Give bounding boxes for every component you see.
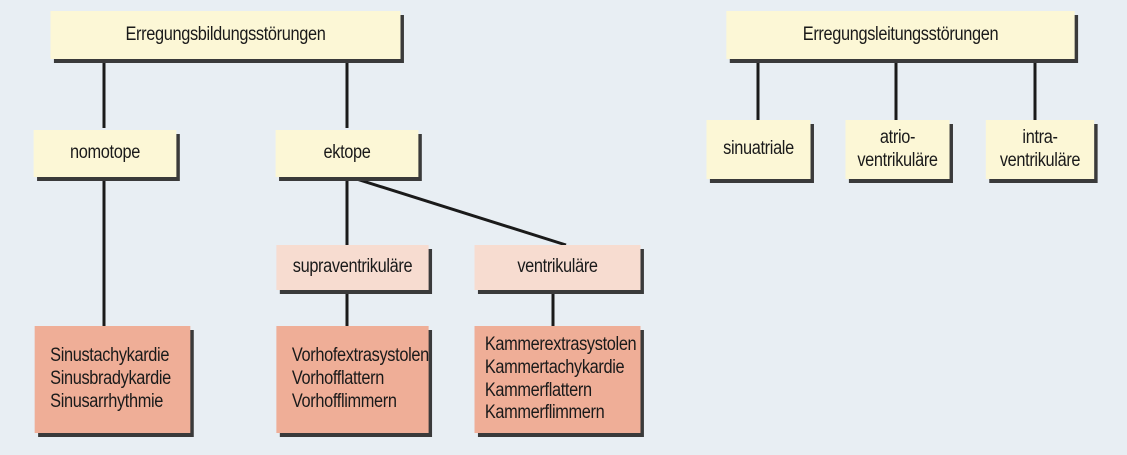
box-erregungsleitungsstoerungen: Erregungsleitungsstörungen <box>726 11 1075 59</box>
box-ektope: ektope <box>275 130 419 177</box>
box-vorhof-arrhythmias-list: Vorhofextrasystolen Vorhofflattern Vorho… <box>291 345 429 412</box>
connector-ektope-ventrikulaere <box>346 174 567 247</box>
box-vorhof-arrhythmias: Vorhofextrasystolen Vorhofflattern Vorho… <box>276 326 429 433</box>
box-nomotope: nomotope <box>33 130 177 177</box>
box-sinuatriale-label: sinuatriale <box>723 138 794 160</box>
box-kammer-arrhythmias-list: Kammerextrasystolen Kammertachykardie Ka… <box>484 333 637 424</box>
box-sinuatriale: sinuatriale <box>706 120 811 179</box>
box-erregungsleitungsstoerungen-label: Erregungsleitungsstörungen <box>802 23 999 45</box>
box-erregungsbildungsstoerungen-label: Erregungsbildungsstörungen <box>125 23 326 45</box>
box-sinus-arrhythmias: Sinustachykardie Sinusbradykardie Sinusa… <box>34 326 191 433</box>
box-ventrikulaere: ventrikuläre <box>474 245 641 290</box>
box-ventrikulaere-label: ventrikuläre <box>517 256 598 278</box>
box-atrioventrikulaere: atrio- ventrikuläre <box>845 120 950 179</box>
box-intraventrikulaere: intra- ventrikuläre <box>985 120 1095 179</box>
box-erregungsbildungsstoerungen: Erregungsbildungsstörungen <box>50 11 401 59</box>
box-atrioventrikulaere-label: atrio- ventrikuläre <box>857 126 938 171</box>
box-supraventrikulaere: supraventrikuläre <box>276 245 429 290</box>
box-intraventrikulaere-label: intra- ventrikuläre <box>999 126 1081 171</box>
box-supraventrikulaere-label: supraventrikuläre <box>292 256 413 278</box>
box-sinus-arrhythmias-list: Sinustachykardie Sinusbradykardie Sinusa… <box>50 345 171 412</box>
box-kammer-arrhythmias: Kammerextrasystolen Kammertachykardie Ka… <box>474 326 641 433</box>
box-nomotope-label: nomotope <box>70 142 140 164</box>
box-ektope-label: ektope <box>323 142 371 164</box>
